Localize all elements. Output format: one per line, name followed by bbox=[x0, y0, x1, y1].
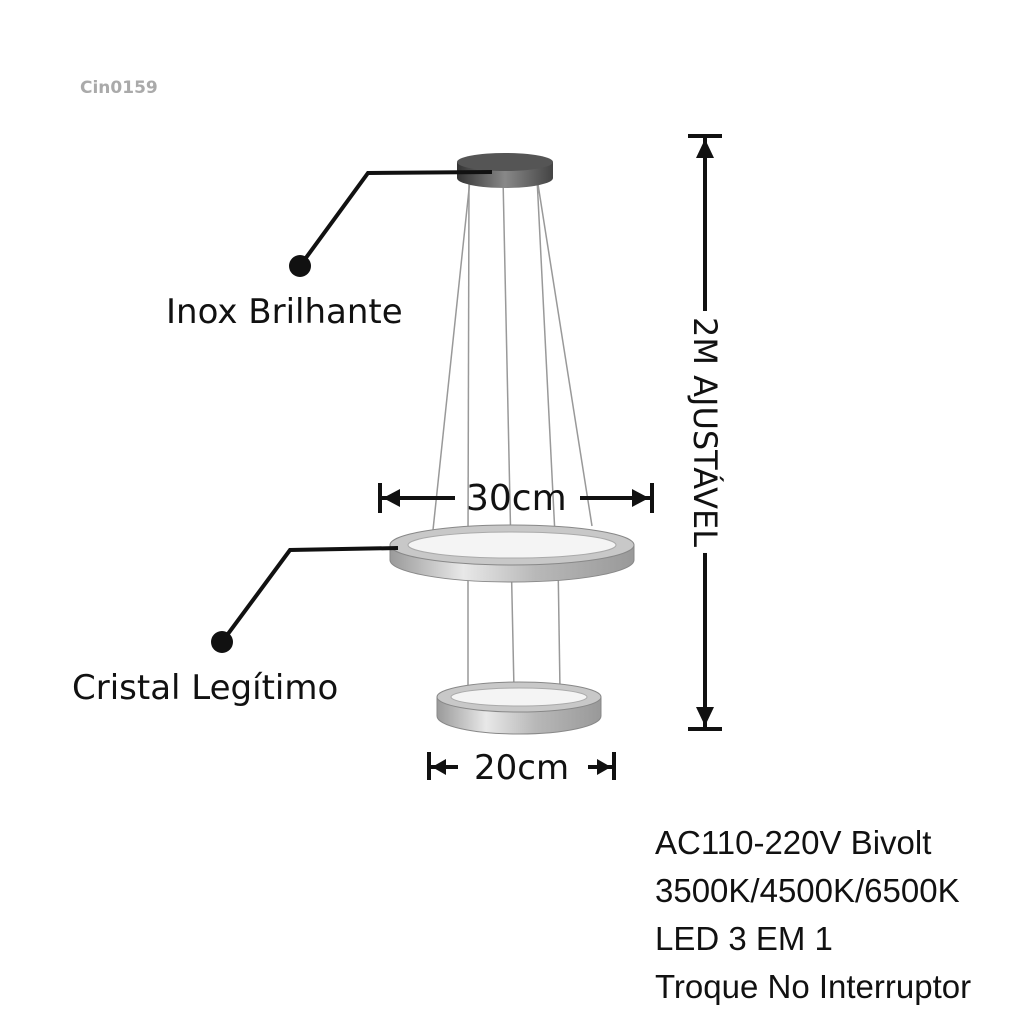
finish-leader-line bbox=[289, 170, 493, 277]
lower-crystal-ring bbox=[436, 681, 602, 735]
upper-width-dimension-arrow bbox=[378, 483, 654, 513]
spec-led-mode: LED 3 EM 1 bbox=[655, 920, 833, 957]
spec-switch: Troque No Interruptor bbox=[655, 968, 972, 1005]
lower-width-label: 20cm bbox=[474, 748, 570, 788]
upper-crystal-ring bbox=[389, 524, 635, 583]
finish-label: Inox Brilhante bbox=[166, 292, 403, 332]
product-code: Cin0159 bbox=[80, 78, 158, 98]
lower-width-dimension-arrow bbox=[427, 752, 616, 780]
material-leader-line bbox=[211, 546, 399, 653]
material-label: Cristal Legítimo bbox=[72, 668, 339, 708]
height-label: 2M AJUSTÁVEL bbox=[686, 310, 724, 554]
spec-voltage: AC110-220V Bivolt bbox=[655, 824, 932, 861]
suspension-wires bbox=[432, 177, 593, 695]
spec-color-temperature: 3500K/4500K/6500K bbox=[655, 872, 960, 909]
upper-width-label: 30cm bbox=[466, 478, 567, 519]
ceiling-canopy bbox=[457, 153, 553, 188]
